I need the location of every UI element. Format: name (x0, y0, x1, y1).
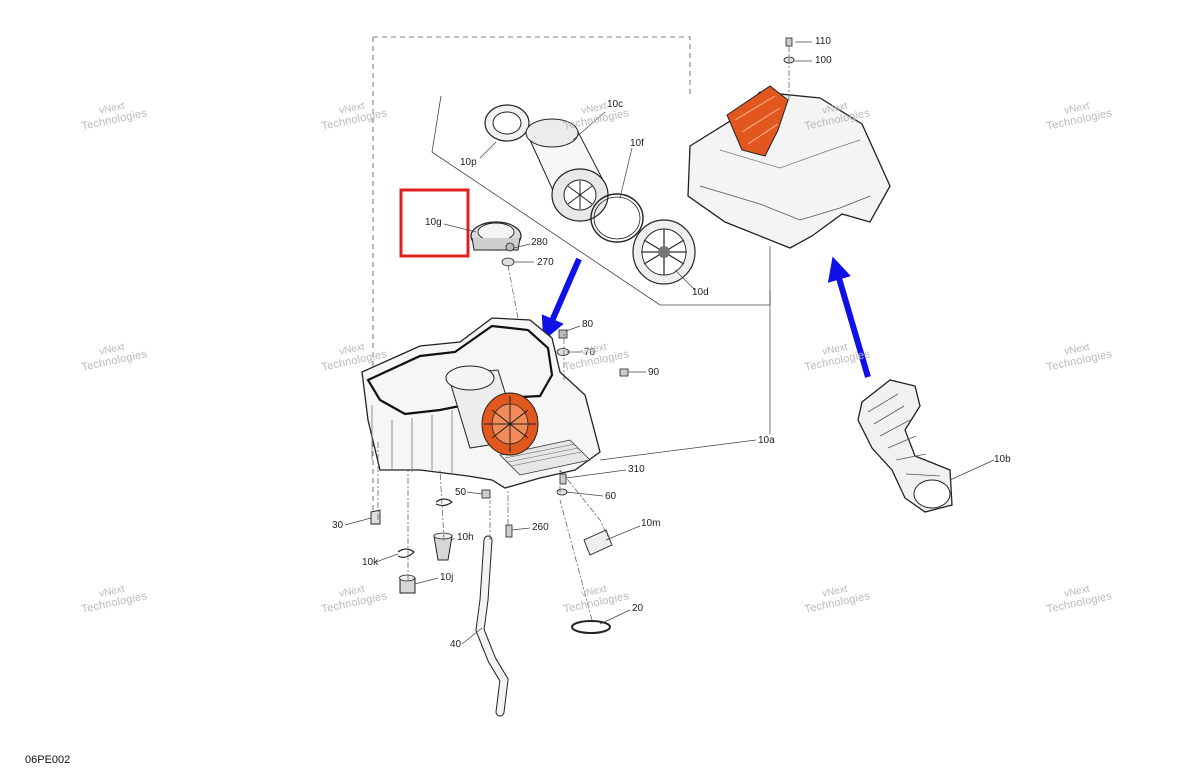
leader-lines (344, 41, 995, 645)
intake-boot-10b[interactable] (857, 379, 953, 513)
callout-260[interactable]: 260 (532, 522, 549, 533)
clamp-10h-upper[interactable] (435, 498, 453, 507)
filter-element-10c[interactable] (525, 118, 609, 222)
end-cover-10d[interactable] (632, 219, 696, 285)
callout-10m[interactable]: 10m (641, 518, 661, 529)
clamp-10k[interactable] (397, 548, 415, 558)
callout-10p[interactable]: 10p (460, 157, 477, 168)
callout-60[interactable]: 60 (605, 491, 617, 502)
callout-70[interactable]: 70 (584, 347, 596, 358)
callout-20[interactable]: 20 (632, 603, 644, 614)
clip-30[interactable] (370, 509, 381, 525)
washer-270[interactable] (501, 257, 515, 267)
direction-arrow-down (541, 257, 582, 341)
callout-100[interactable]: 100 (815, 55, 832, 66)
drain-valve-10h[interactable] (433, 532, 453, 561)
washer-60[interactable] (556, 488, 568, 496)
bolt-310[interactable] (559, 473, 567, 485)
callout-270[interactable]: 270 (537, 257, 554, 268)
callout-10c[interactable]: 10c (607, 99, 624, 110)
callout-10g[interactable]: 10g (425, 217, 442, 228)
drain-hose-40[interactable] (475, 535, 509, 717)
sleeve-10j[interactable] (399, 574, 416, 594)
intake-duct-orange (726, 85, 789, 157)
callout-10h[interactable]: 10h (457, 532, 474, 543)
callout-10k[interactable]: 10k (362, 557, 379, 568)
centerlines-lower (377, 332, 613, 621)
nut-80[interactable] (558, 329, 568, 339)
highlight-box-10g (399, 188, 470, 258)
direction-arrow-up (827, 256, 871, 378)
fastener-280[interactable] (505, 242, 515, 252)
callout-310[interactable]: 310 (628, 464, 645, 475)
airbox-upper-cover[interactable] (687, 85, 891, 249)
airbox-lower-housing-10a[interactable] (361, 317, 601, 489)
callout-10f[interactable]: 10f (630, 138, 644, 149)
screw-90[interactable] (619, 368, 629, 377)
callout-30[interactable]: 30 (332, 520, 344, 531)
callout-90[interactable]: 90 (648, 367, 660, 378)
label-plate-10m[interactable] (583, 529, 613, 556)
seal-ring-10p[interactable] (484, 104, 530, 142)
callout-10j[interactable]: 10j (440, 572, 454, 583)
callout-40[interactable]: 40 (450, 639, 462, 650)
bolt-50[interactable] (481, 489, 491, 499)
bolt-260[interactable] (505, 524, 513, 538)
callout-10d[interactable]: 10d (692, 287, 709, 298)
callout-80[interactable]: 80 (582, 319, 594, 330)
callout-10b[interactable]: 10b (994, 454, 1011, 465)
callout-280[interactable]: 280 (531, 237, 548, 248)
callout-110[interactable]: 110 (815, 36, 831, 47)
screw-110[interactable] (785, 37, 793, 47)
o-ring-10f[interactable] (590, 193, 644, 243)
hose-clamp-20[interactable] (571, 620, 611, 634)
callout-10a[interactable]: 10a (758, 435, 775, 446)
diagram-code: 06PE002 (25, 754, 71, 766)
callout-50[interactable]: 50 (455, 487, 467, 498)
